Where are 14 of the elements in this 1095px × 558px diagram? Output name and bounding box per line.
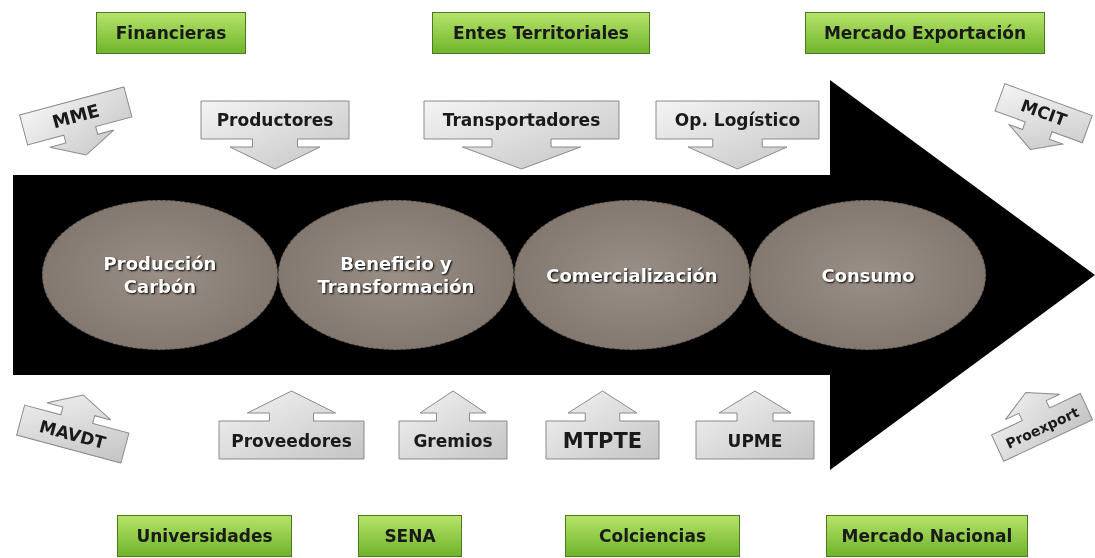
callout-arrow: Transportadores: [423, 100, 620, 170]
label-box: Mercado Exportación: [805, 12, 1045, 54]
label-box: SENA: [358, 515, 462, 557]
callout-arrow: Op. Logístico: [655, 100, 820, 170]
label-box: Financieras: [96, 12, 246, 54]
callout-arrow: Gremios: [398, 390, 508, 460]
callout-arrow: MTPTE: [545, 390, 660, 460]
label-box: Mercado Nacional: [826, 515, 1028, 557]
label-box: Universidades: [117, 515, 292, 557]
label-box: Colciencias: [565, 515, 740, 557]
callout-arrow: Proveedores: [218, 390, 365, 460]
callout-arrow: UPME: [695, 390, 815, 460]
label-box: Entes Territoriales: [432, 12, 650, 54]
callout-arrow: Productores: [200, 100, 350, 170]
